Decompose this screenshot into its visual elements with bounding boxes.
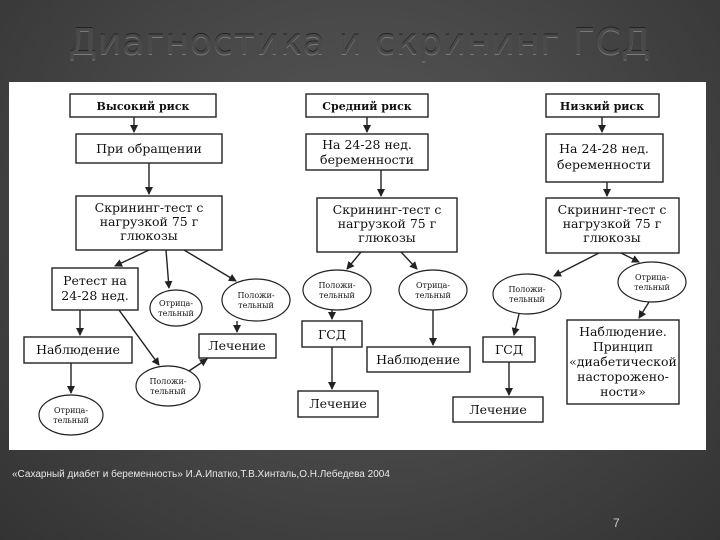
slide-number: 7 <box>613 516 620 530</box>
high-risk-column: Высокий риск При обращении Скрининг-тест… <box>23 93 291 436</box>
medium-risk-header: Средний риск <box>322 100 412 113</box>
high-risk-observation: Наблюдение <box>36 342 120 357</box>
retest-positive-line2: тельный <box>150 387 186 396</box>
high-risk-treatment: Лечение <box>208 338 266 353</box>
high-risk-observation-box <box>23 336 133 364</box>
medium-risk-negative-ellipse <box>398 269 468 311</box>
high-risk-header-box <box>69 93 217 118</box>
arrow <box>553 252 600 277</box>
arrow <box>188 358 208 372</box>
low-risk-test-box <box>545 197 680 254</box>
low-risk-gdm: ГСД <box>495 342 523 357</box>
low-risk-header: Низкий риск <box>560 100 644 113</box>
high-risk-negative-ellipse <box>149 289 203 327</box>
source-citation: «Сахарный диабет и беременность» И.А.Ипа… <box>12 469 390 480</box>
low-risk-treatment: Лечение <box>469 402 527 417</box>
low-risk-test-line3: глюкозы <box>583 230 641 245</box>
high-risk-timing: При обращении <box>96 141 202 156</box>
arrow <box>164 249 173 289</box>
low-risk-negative-ellipse <box>617 261 687 303</box>
arrow <box>114 249 150 267</box>
medium-risk-positive-line1: Положи- <box>318 281 355 290</box>
high-risk-negative-line2: тельный <box>158 309 194 318</box>
high-risk-timing-box <box>75 133 223 164</box>
high-risk-test-box <box>75 195 223 251</box>
retest-negative-line1: Отрица- <box>54 406 88 415</box>
medium-risk-negative-line1: Отрица- <box>416 281 450 290</box>
low-risk-treatment-box <box>452 396 544 423</box>
medium-risk-gdm: ГСД <box>318 327 346 342</box>
high-risk-header: Высокий риск <box>97 100 190 113</box>
retest-positive-line1: Положи- <box>149 377 186 386</box>
low-risk-negative-line2: тельный <box>634 283 670 292</box>
diagram-panel: Высокий риск При обращении Скрининг-тест… <box>9 82 706 450</box>
low-risk-positive-line1: Положи- <box>508 285 545 294</box>
medium-risk-timing-line2: беременности <box>320 152 414 167</box>
medium-risk-positive-line2: тельный <box>319 291 355 300</box>
retest-line2: 24-28 нед. <box>61 288 128 303</box>
low-risk-gdm-box <box>482 336 536 363</box>
low-risk-observation-line2: Принцип <box>593 339 653 354</box>
low-risk-observation-box <box>566 319 680 405</box>
flowchart: Высокий риск При обращении Скрининг-тест… <box>23 93 687 436</box>
low-risk-positive-line2: тельный <box>509 295 545 304</box>
low-risk-positive-ellipse <box>492 273 562 315</box>
low-risk-observation-line3: «диабетической <box>569 354 677 369</box>
low-risk-column: Низкий риск На 24-28 нед. беременности С… <box>452 93 687 423</box>
low-risk-timing-box <box>545 133 664 183</box>
high-risk-test-line1: Скрининг-тест с <box>95 200 204 215</box>
retest-positive-ellipse <box>135 365 201 407</box>
low-risk-timing-line1: На 24-28 нед. <box>559 141 649 156</box>
high-risk-negative-line1: Отрица- <box>159 299 193 308</box>
high-risk-positive-line2: тельный <box>238 301 274 310</box>
medium-risk-treatment-box <box>297 390 379 418</box>
arrow <box>118 309 160 366</box>
arrow <box>183 249 237 282</box>
retest-box <box>51 267 139 311</box>
medium-risk-test-box <box>316 197 458 253</box>
low-risk-observation-line1: Наблюдение. <box>579 324 667 339</box>
medium-risk-timing-line1: На 24-28 нед. <box>322 137 412 152</box>
medium-risk-timing-box <box>305 133 429 171</box>
arrow <box>400 251 418 270</box>
arrow <box>346 251 362 270</box>
low-risk-test-line1: Скрининг-тест с <box>558 202 667 217</box>
low-risk-timing-line2: беременности <box>557 157 651 172</box>
high-risk-test-line3: глюкозы <box>120 228 178 243</box>
low-risk-negative-line1: Отрица- <box>635 273 669 282</box>
medium-risk-positive-ellipse <box>302 269 372 311</box>
high-risk-positive-line1: Положи- <box>237 291 274 300</box>
medium-risk-test-line1: Скрининг-тест с <box>333 202 442 217</box>
medium-risk-observation-box <box>366 346 471 373</box>
medium-risk-negative-line2: тельный <box>415 291 451 300</box>
low-risk-observation-line4: настороженo- <box>577 369 669 384</box>
medium-risk-observation: Наблюдение <box>376 352 460 367</box>
slide-title: Диагностика и скрининг ГСД <box>68 22 652 63</box>
retest-line1: Ретест на <box>63 273 127 288</box>
low-risk-test-line2: нагрузкой 75 г <box>563 216 662 231</box>
medium-risk-column: Средний риск На 24-28 нед. беременности … <box>297 93 471 418</box>
high-risk-treatment-box <box>198 333 277 359</box>
medium-risk-treatment: Лечение <box>309 396 367 411</box>
high-risk-test-line2: нагрузкой 75 г <box>100 214 199 229</box>
retest-negative-line2: тельный <box>53 416 89 425</box>
arrow <box>638 301 650 319</box>
retest-negative-ellipse <box>38 394 104 436</box>
medium-risk-test-line2: нагрузкой 75 г <box>338 216 437 231</box>
arrow <box>620 252 640 263</box>
medium-risk-test-line3: глюкозы <box>358 230 416 245</box>
high-risk-positive-ellipse <box>221 278 291 322</box>
low-risk-observation-line5: ности» <box>600 384 646 399</box>
arrow <box>511 313 520 336</box>
